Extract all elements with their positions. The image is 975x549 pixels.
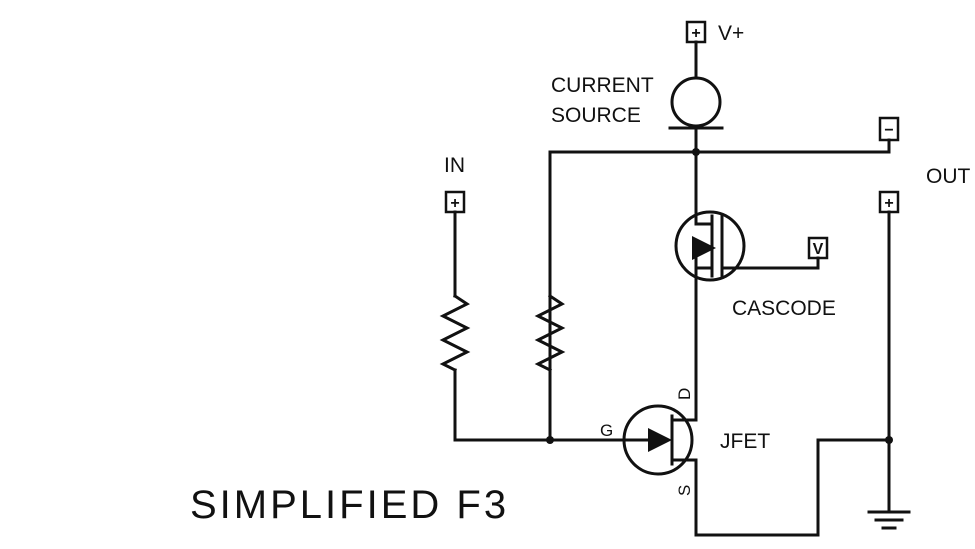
resistor-icon <box>439 293 471 373</box>
vplus-terminal: + <box>685 20 707 44</box>
in-terminal: + <box>444 190 466 214</box>
diagram-title: SIMPLIFIED F3 <box>190 483 509 527</box>
drain-pin-label: D <box>675 388 694 400</box>
vplus-terminal-glyph: + <box>691 25 700 42</box>
in-terminal-glyph: + <box>450 195 459 212</box>
mosfet-icon <box>674 150 820 282</box>
source-pin-label: S <box>675 485 694 496</box>
cascode-v-terminal: V <box>807 236 829 260</box>
minus-terminal-box <box>878 116 900 142</box>
out-label: OUT <box>926 165 971 188</box>
ground-icon <box>867 510 911 530</box>
wire-top-bus <box>548 138 891 442</box>
jfet-label: JFET <box>720 430 770 453</box>
current-source-label-line1: CURRENT <box>551 74 654 97</box>
cascode-v-terminal-glyph: V <box>813 241 824 258</box>
in-label: IN <box>444 154 465 177</box>
out-terminal-glyph: + <box>884 195 893 212</box>
vplus-label: V+ <box>718 22 744 45</box>
junction-gate <box>546 436 554 444</box>
cascode-label: CASCODE <box>732 297 836 320</box>
minus-terminal-glyph: − <box>884 122 893 139</box>
wire-r1-gate <box>453 368 630 442</box>
current-source-label-line2: SOURCE <box>551 104 641 127</box>
gate-pin-label: G <box>600 421 613 440</box>
wire-source-output <box>694 438 891 537</box>
out-terminal: + <box>878 190 900 214</box>
current-source-icon <box>668 76 724 130</box>
junction-out <box>885 436 893 444</box>
resistor-icon <box>534 293 566 373</box>
jfet-icon <box>622 404 698 476</box>
cascode-v-terminal-box <box>807 236 829 260</box>
minus-terminal: − <box>878 116 900 142</box>
